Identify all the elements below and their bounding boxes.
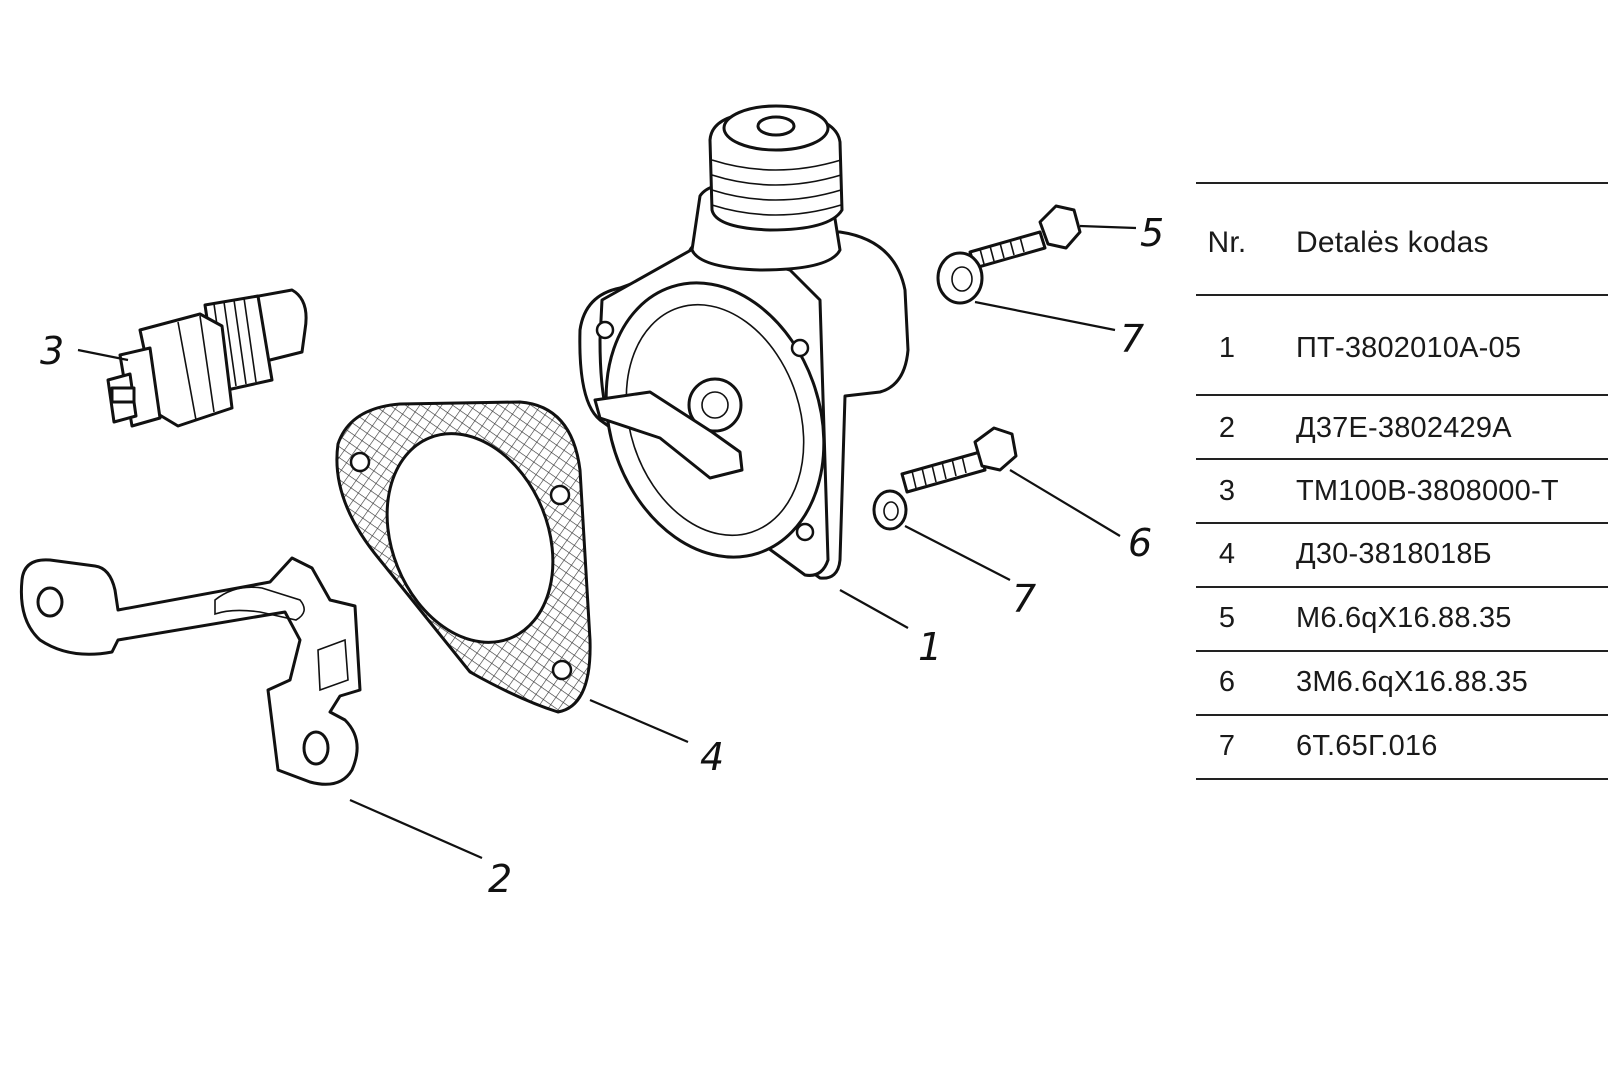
callout-3: 3 [40,329,64,373]
table-rule [1196,522,1608,524]
row-nr: 7 [1218,730,1236,762]
thermostat-body-part [578,104,910,580]
bracket-part [19,556,362,786]
row-code: Д30-3818018Б [1296,538,1492,570]
row-nr: 4 [1218,538,1236,570]
row-code: 6Т.65Г.016 [1296,730,1438,762]
callout-7b: 7 [1012,577,1036,621]
row-nr: 1 [1218,332,1236,364]
row-nr: 3 [1218,475,1236,507]
row-nr: 6 [1218,666,1236,698]
callout-7a: 7 [1120,317,1144,361]
table-rule-bottom [1196,778,1608,780]
bolt-part-6 [900,426,1018,494]
bolt-part-5 [968,204,1082,270]
table-rule [1196,294,1608,296]
table-rule [1196,714,1608,716]
leader-lines [77,224,1137,860]
table-rule [1196,650,1608,652]
gasket-part [335,400,592,714]
callout-5: 5 [1140,211,1164,255]
temperature-sensor-part [106,288,308,428]
row-nr: 5 [1218,602,1236,634]
row-code: Д37Е-3802429А [1296,412,1512,444]
callout-6: 6 [1128,521,1152,565]
row-code: ПТ-3802010А-05 [1296,332,1522,364]
callout-2: 2 [488,857,512,901]
row-code: ТМ100В-3808000-Т [1296,475,1559,507]
callout-4: 4 [700,735,724,779]
table-rule [1196,458,1608,460]
header-code: Detalės kodas [1296,226,1489,259]
table-rule [1196,586,1608,588]
callout-1: 1 [918,625,942,669]
row-code: М6.6qХ16.88.35 [1296,602,1512,634]
washer-part-7a [936,251,984,305]
table-rule [1196,394,1608,396]
table-rule-top [1196,182,1608,184]
row-code: 3М6.6qХ16.88.35 [1296,666,1528,698]
row-nr: 2 [1218,412,1236,444]
washer-part-7b [872,489,908,531]
header-nr: Nr. [1207,226,1247,259]
